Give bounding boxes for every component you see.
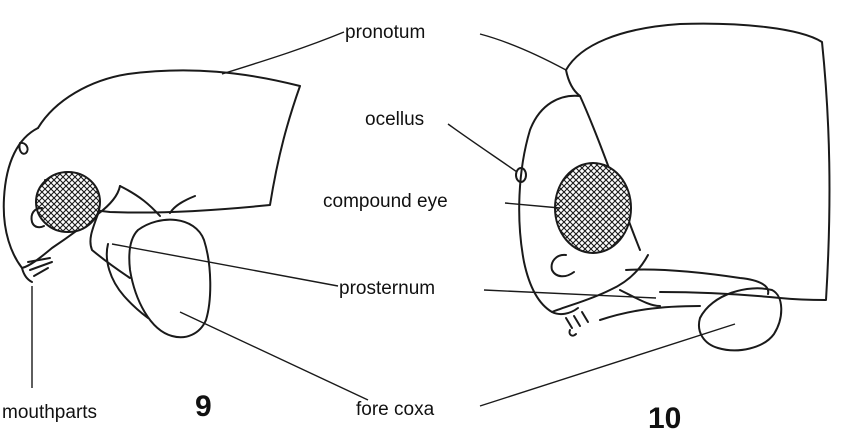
leader-fore-coxa-left xyxy=(180,312,368,400)
fig10-antenna-socket xyxy=(552,255,574,276)
fig10-compound-eye xyxy=(555,163,631,253)
fig9-fore-coxa xyxy=(129,220,210,338)
figure-10-drawing xyxy=(516,24,829,351)
leader-ocellus xyxy=(448,124,517,172)
label-ocellus: ocellus xyxy=(365,109,424,130)
leader-fore-coxa-right xyxy=(480,324,735,406)
label-fore-coxa: fore coxa xyxy=(356,399,435,420)
figure-9-drawing xyxy=(4,70,300,337)
leader-pronotum-right xyxy=(480,34,566,70)
fig9-mouthparts xyxy=(22,258,52,282)
fig9-ocellus xyxy=(19,143,27,154)
fig9-compound-eye xyxy=(36,172,100,232)
fig10-mouthparts xyxy=(552,308,588,336)
label-mouthparts: mouthparts xyxy=(2,402,97,423)
label-pronotum: pronotum xyxy=(345,22,425,43)
fig9-prosternum xyxy=(90,186,195,278)
label-prosternum: prosternum xyxy=(339,278,435,299)
leader-prosternum-right xyxy=(484,290,656,298)
leader-pronotum-left xyxy=(222,32,344,74)
label-compound-eye: compound eye xyxy=(323,191,448,212)
figure-number-10: 10 xyxy=(648,402,681,434)
leader-prosternum-left xyxy=(112,244,338,286)
leader-compound-eye xyxy=(505,203,560,208)
figure-number-9: 9 xyxy=(195,390,212,423)
